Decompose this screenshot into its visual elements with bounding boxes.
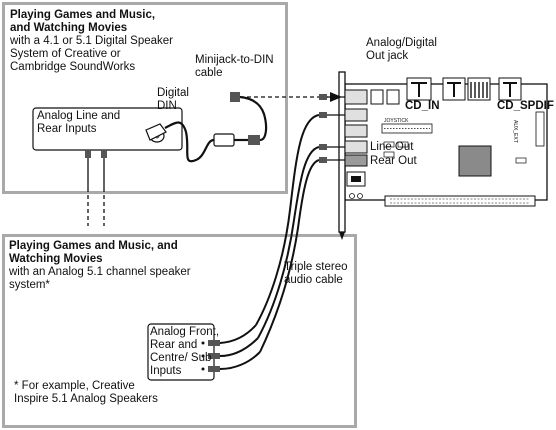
analog-setup-title: Playing Games and Music, and Watching Mo… [9, 240, 178, 265]
digital-setup-title: Playing Games and Music, and Watching Mo… [10, 9, 156, 34]
analog-setup-description: with an Analog 5.1 channel speaker syste… [9, 266, 191, 291]
triple-stereo-cable [219, 114, 320, 370]
line-out-label: Line Out [370, 141, 414, 153]
card-output-plugs [319, 94, 345, 163]
sound-card [338, 71, 548, 240]
aux-ext-label: AUX_EXT [512, 120, 518, 143]
digital-din-label: Digital DIN [157, 87, 189, 112]
rear-out-label: Rear Out [370, 155, 417, 167]
analog-front-rear-centre-label: Analog Front, Rear and Centre/ Sub Input… [150, 326, 220, 377]
cd-in-label: CD_IN [405, 100, 440, 112]
analog-line-rear-label: Analog Line and Rear Inputs [37, 110, 121, 135]
minijack-din-cable-label: Minijack-to-DIN cable [195, 54, 274, 79]
analog-5-1-inputs [147, 323, 220, 381]
cd-spdif-label: CD_SPDIF [497, 100, 554, 112]
digital-setup-description: with a 4.1 or 5.1 Digital Speaker System… [10, 35, 174, 73]
footnote: * For example, Creative Inspire 5.1 Anal… [14, 380, 158, 405]
joystick-header-label: JOYSTICK [384, 118, 409, 124]
analog-digital-out-label: Analog/Digital Out jack [366, 37, 437, 62]
triple-stereo-cable-label: Triple stereo audio cable [284, 261, 348, 286]
